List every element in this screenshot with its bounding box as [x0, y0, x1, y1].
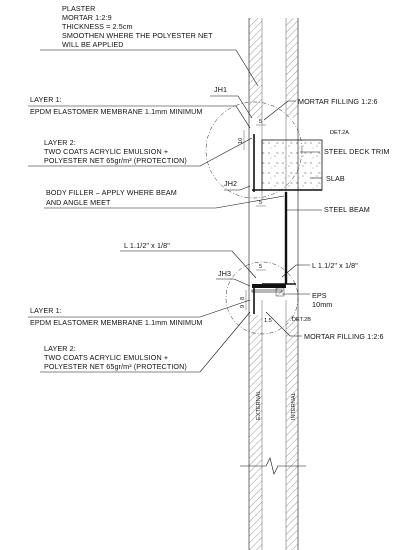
- note-layer2-bottom-1: LAYER 2:: [44, 344, 76, 353]
- note-steel-deck-trim: STEEL DECK TRIM: [324, 147, 389, 156]
- dim-top-5b: 5: [259, 200, 262, 206]
- label-external: EXTERNAL: [256, 390, 262, 420]
- dim-top-10: 10: [238, 138, 244, 144]
- note-layer1-bottom-1: LAYER 1:: [30, 306, 62, 315]
- dim-top-5a: 5: [259, 119, 262, 125]
- note-steel-beam: STEEL BEAM: [324, 205, 370, 214]
- detail-circle-2b: [225, 261, 299, 335]
- note-plaster-4: SMOOTHEN WHERE THE POLYESTER NET: [62, 31, 213, 40]
- note-layer2-top-2: TWO COATS ACRYLIC EMULSION +: [44, 147, 168, 156]
- wall: [240, 18, 306, 550]
- leader-lines: [28, 49, 322, 373]
- dim-bottom-5: 5: [259, 264, 262, 270]
- dim-bottom-8: 8: [240, 297, 246, 300]
- note-layer1-top-1: LAYER 1:: [30, 95, 62, 104]
- note-layer2-top-1: LAYER 2:: [44, 138, 76, 147]
- note-plaster-2: MORTAR 1:2:9: [62, 13, 112, 22]
- note-eps-1: EPS: [312, 291, 327, 300]
- dim-bottom-1-5: 1.5: [264, 318, 272, 324]
- label-jh3: JH3: [218, 269, 231, 278]
- annotations: PLASTER MORTAR 1:2:9 THICKNESS = 2.5cm S…: [30, 4, 389, 420]
- note-angle-left: L 1.1/2" x 1/8": [124, 241, 170, 250]
- note-body-filler-1: BODY FILLER – APPLY WHERE BEAM: [46, 188, 177, 197]
- steel-angle: [251, 284, 286, 314]
- note-layer1-bottom-2: EPDM ELASTOMER MEMBRANE 1.1mm MINIMUM: [30, 318, 203, 327]
- note-plaster-1: PLASTER: [62, 4, 95, 13]
- label-jh2: JH2: [224, 179, 237, 188]
- note-body-filler-2: AND ANGLE MEET: [46, 198, 111, 207]
- label-jh1: JH1: [214, 85, 227, 94]
- note-slab: SLAB: [326, 174, 345, 183]
- concrete-slab: [252, 134, 323, 192]
- note-layer2-bottom-2: TWO COATS ACRYLIC EMULSION +: [44, 353, 168, 362]
- dim-bottom-9: 9: [240, 305, 246, 308]
- label-internal: INTERNAL: [291, 392, 297, 420]
- note-layer1-top-2: EPDM ELASTOMER MEMBRANE 1.1mm MINIMUM: [30, 107, 203, 116]
- note-plaster-5: WILL BE APPLIED: [62, 40, 124, 49]
- label-det-2a: DET.2A: [330, 130, 349, 136]
- steel-beam: [262, 192, 296, 285]
- note-eps-2: 10mm: [312, 300, 332, 309]
- note-plaster-3: THICKNESS = 2.5cm: [62, 22, 133, 31]
- note-mortar-filling-top: MORTAR FILLING 1:2:6: [298, 97, 378, 106]
- detail-circle-2a: [205, 101, 303, 199]
- note-angle-right: L 1.1/2" x 1/8": [312, 261, 358, 270]
- note-layer2-bottom-3: POLYESTER NET 65gr/m² (PROTECTION): [44, 362, 187, 371]
- note-mortar-filling-bottom: MORTAR FILLING 1:2:6: [304, 332, 384, 341]
- note-layer2-top-3: POLYESTER NET 65gr/m² (PROTECTION): [44, 156, 187, 165]
- label-det-2b: DET.2B: [292, 317, 311, 323]
- dimension-lines: [243, 124, 266, 310]
